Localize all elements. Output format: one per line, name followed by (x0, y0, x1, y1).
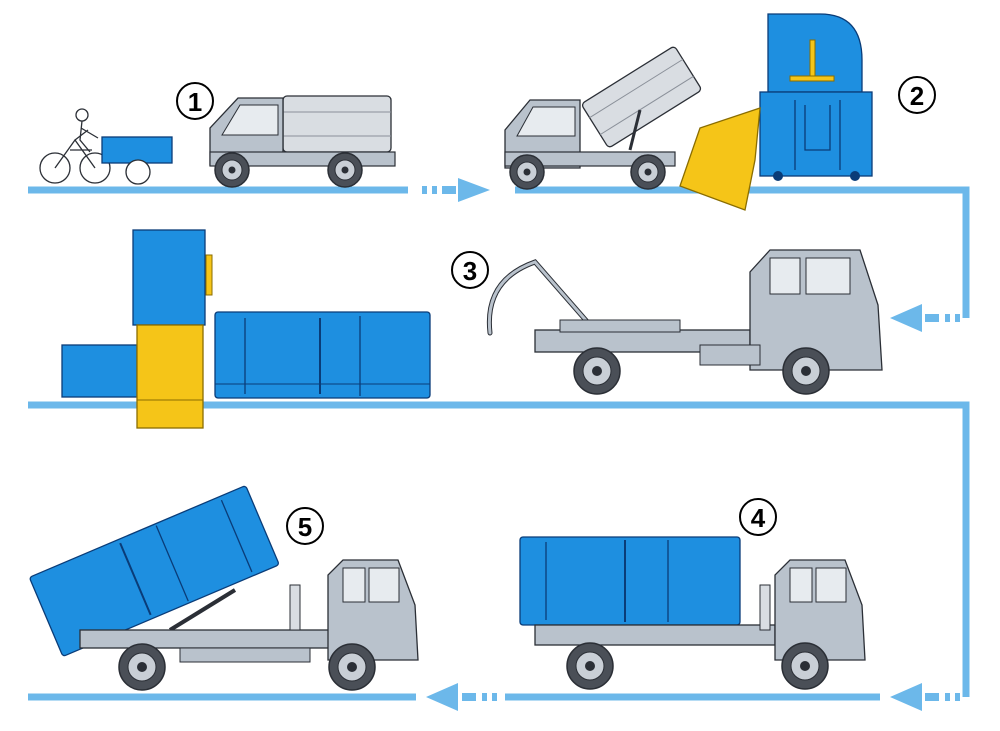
step-1-number: 1 (188, 87, 202, 117)
hook-lift-truck-5 (29, 485, 419, 691)
arrow-left-icon (426, 683, 458, 711)
step-5-number: 5 (298, 512, 312, 542)
step-2-badge: 2 (898, 76, 936, 114)
arrow-right-icon (458, 178, 490, 202)
mini-truck-1 (209, 95, 396, 188)
step-2-number: 2 (910, 81, 924, 111)
step-5-dumping: 5 (29, 485, 419, 691)
step-5-badge: 5 (286, 507, 324, 545)
arrow-left-icon (890, 683, 922, 711)
compactor-station (679, 13, 873, 211)
step-1-collection: 1 (39, 82, 396, 188)
flow-line-row1-right (515, 186, 970, 318)
step-4-badge: 4 (739, 498, 777, 536)
flow-dashes-row3 (925, 693, 960, 701)
hook-lift-truck-3 (486, 249, 883, 395)
roll-off-container (214, 311, 431, 399)
tricycle-cart-icon (39, 108, 173, 185)
flow-lines (28, 178, 970, 711)
compactor-unit (61, 229, 213, 429)
mini-truck-2 (504, 46, 702, 190)
arrow-left-icon (890, 304, 922, 332)
step-3-number: 3 (463, 256, 477, 286)
step-2-transfer-station: 2 (504, 13, 936, 211)
step-1-badge: 1 (176, 82, 214, 120)
flow-line-row2 (28, 401, 970, 697)
step-4-number: 4 (751, 503, 766, 533)
flow-dashes-row1 (422, 186, 456, 194)
flow-dashes-row3-mid (462, 693, 497, 701)
hook-lift-truck-4 (519, 536, 866, 690)
step-3-badge: 3 (451, 251, 489, 289)
step-3-hook-lift: 3 (61, 229, 883, 429)
step-4-transport: 4 (519, 498, 866, 690)
flow-dashes-row2 (925, 314, 960, 322)
